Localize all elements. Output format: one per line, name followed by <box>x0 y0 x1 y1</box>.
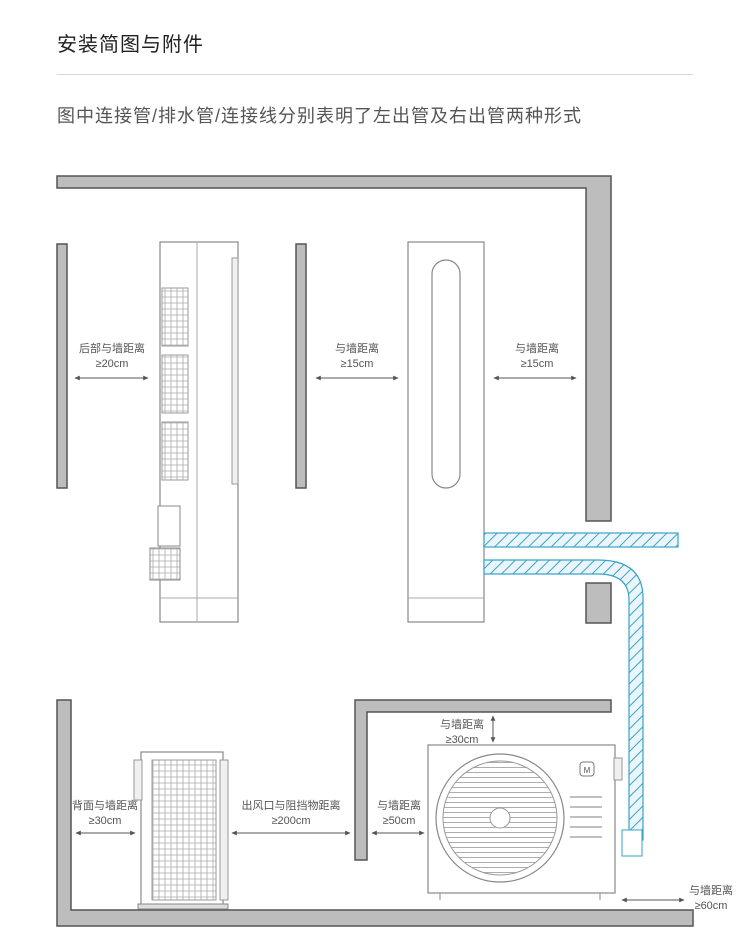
outdoor-wall-left-floor <box>56 699 694 927</box>
label-indoor-back-1: 后部与墙距离 <box>79 341 145 355</box>
label-outdoor-side-1: 与墙距离 <box>377 798 421 812</box>
label-outdoor-outlet-2: ≥200cm <box>271 815 310 827</box>
label-indoor-right-1: 与墙距离 <box>515 341 559 355</box>
label-outdoor-bottom-2: ≥60cm <box>695 900 728 912</box>
room-wall-right-lower <box>585 582 612 624</box>
label-outdoor-back-1: 背面与墙距离 <box>72 798 138 812</box>
label-outdoor-back-2: ≥30cm <box>89 815 122 827</box>
outdoor-unit-front-view: M <box>427 744 643 900</box>
label-outdoor-bottom-1: 与墙距离 <box>689 883 733 897</box>
page-subtitle: 图中连接管/排水管/连接线分别表明了左出管及右出管两种形式 <box>57 106 582 126</box>
label-outdoor-outlet-1: 出风口与阻挡物距离 <box>242 798 341 812</box>
label-outdoor-top-2: ≥30cm <box>446 734 479 746</box>
label-outdoor-top-1: 与墙距离 <box>440 717 484 731</box>
page-title: 安装简图与附件 <box>57 34 204 56</box>
indoor-unit-side-view <box>149 241 239 623</box>
label-indoor-left-1: 与墙距离 <box>335 341 379 355</box>
pipe-upper <box>483 532 679 548</box>
label-indoor-back-2: ≥20cm <box>96 358 129 370</box>
side-wall-left <box>56 243 68 489</box>
mi-home-logo-icon <box>579 761 595 777</box>
svg-text:M: M <box>584 766 591 775</box>
label-indoor-left-2: ≥15cm <box>341 358 374 370</box>
title-divider <box>57 74 693 75</box>
label-outdoor-side-2: ≥50cm <box>383 815 416 827</box>
outdoor-unit-side-view <box>133 751 229 910</box>
label-indoor-right-2: ≥15cm <box>521 358 554 370</box>
outdoor-wall-inner <box>354 699 612 861</box>
room-wall-top <box>56 175 612 522</box>
side-wall-middle <box>295 243 307 489</box>
indoor-unit-front-view <box>407 241 485 623</box>
